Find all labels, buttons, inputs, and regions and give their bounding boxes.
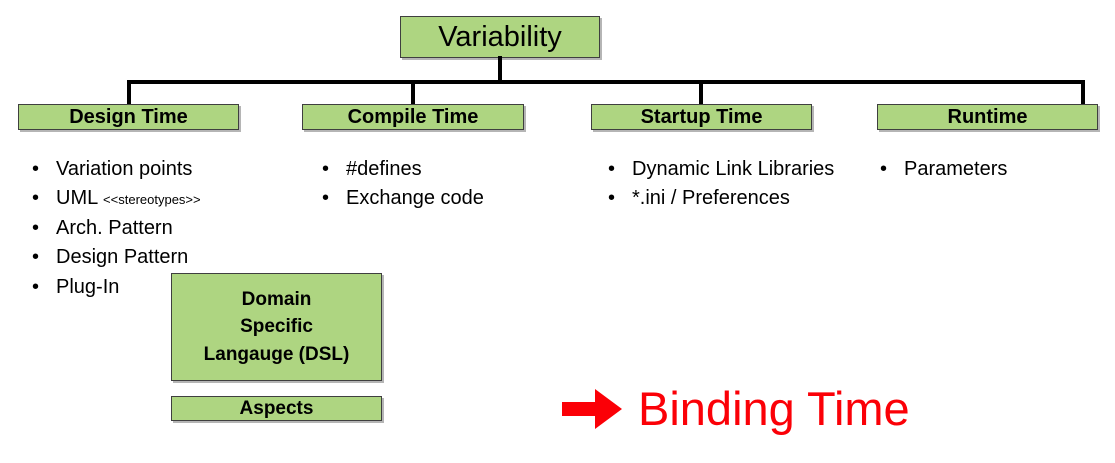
list-item: • Dynamic Link Libraries: [608, 155, 860, 183]
list-item: • Design Pattern: [32, 243, 302, 271]
phase-label-runtime: Runtime: [947, 105, 1028, 128]
binding-time-callout: Binding Time: [562, 385, 910, 432]
connector-root-stem: [498, 56, 502, 83]
list-item: • Exchange code: [322, 184, 572, 212]
list-item: • Variation points: [32, 155, 302, 183]
list-item-text: Parameters: [904, 158, 1008, 180]
right-arrow-icon: [562, 388, 622, 429]
bullet-glyph: •: [608, 187, 616, 210]
root-box-label: Variability: [438, 20, 562, 53]
list-item: • Plug-In: [32, 273, 302, 301]
list-item-text: Dynamic Link Libraries: [632, 158, 835, 180]
dsl-box: Domain Specific Langauge (DSL): [171, 273, 382, 381]
phase-box-compile-time: Compile Time: [302, 104, 524, 130]
list-item: • Arch. Pattern: [32, 214, 302, 242]
list-item-text: #defines: [346, 158, 422, 180]
connector-drop-compile-time: [411, 80, 415, 106]
bullet-glyph: •: [32, 275, 40, 298]
bullet-list-runtime: • Parameters: [880, 155, 1100, 184]
connector-drop-design-time: [127, 80, 131, 106]
list-item: • Parameters: [880, 155, 1100, 183]
list-item-text: Exchange code: [346, 187, 484, 210]
bullet-glyph: •: [32, 158, 40, 180]
connector-drop-runtime: [1081, 80, 1085, 106]
list-item-text: *.ini / Preferences: [632, 187, 790, 210]
dsl-box-line-2: Specific: [240, 316, 313, 338]
bullet-glyph: •: [322, 187, 330, 210]
phase-label-startup-time: Startup Time: [640, 105, 763, 128]
phase-box-startup-time: Startup Time: [591, 104, 812, 130]
list-item-text: Plug-In: [56, 275, 120, 298]
bullet-list-compile-time: • #defines • Exchange code: [322, 155, 572, 214]
phase-label-compile-time: Compile Time: [347, 105, 479, 128]
list-item-note: <<stereotypes>>: [103, 192, 201, 208]
bullet-glyph: •: [32, 246, 40, 269]
phase-box-runtime: Runtime: [877, 104, 1098, 130]
connector-horizontal-bus: [129, 80, 1085, 84]
bullet-glyph: •: [32, 187, 40, 210]
bullet-glyph: •: [322, 158, 330, 180]
list-item: • #defines: [322, 155, 572, 183]
bullet-glyph: •: [880, 158, 888, 180]
list-item-main: UML: [56, 187, 98, 210]
list-item-text: Design Pattern: [56, 246, 189, 269]
list-item-text: UML <<stereotypes>>: [56, 184, 302, 212]
aspects-box: Aspects: [171, 396, 382, 421]
phase-label-design-time: Design Time: [69, 105, 188, 128]
dsl-box-line-3: Langauge (DSL): [203, 343, 350, 365]
bullet-glyph: •: [32, 216, 40, 239]
phase-box-design-time: Design Time: [18, 104, 239, 130]
bullet-list-startup-time: • Dynamic Link Libraries • *.ini / Prefe…: [608, 155, 860, 214]
root-box-variability: Variability: [400, 16, 600, 58]
aspects-box-label: Aspects: [239, 397, 314, 419]
bullet-list-design-time: • Variation points • UML <<stereotypes>>…: [32, 155, 302, 302]
dsl-box-line-1: Domain: [241, 288, 312, 310]
connector-drop-startup-time: [699, 80, 703, 106]
list-item-text: Arch. Pattern: [56, 216, 173, 239]
list-item: • *.ini / Preferences: [608, 184, 860, 212]
bullet-glyph: •: [608, 158, 616, 180]
list-item: • UML <<stereotypes>>: [32, 184, 302, 212]
list-item-text: Variation points: [56, 158, 193, 180]
binding-time-label: Binding Time: [638, 382, 910, 435]
